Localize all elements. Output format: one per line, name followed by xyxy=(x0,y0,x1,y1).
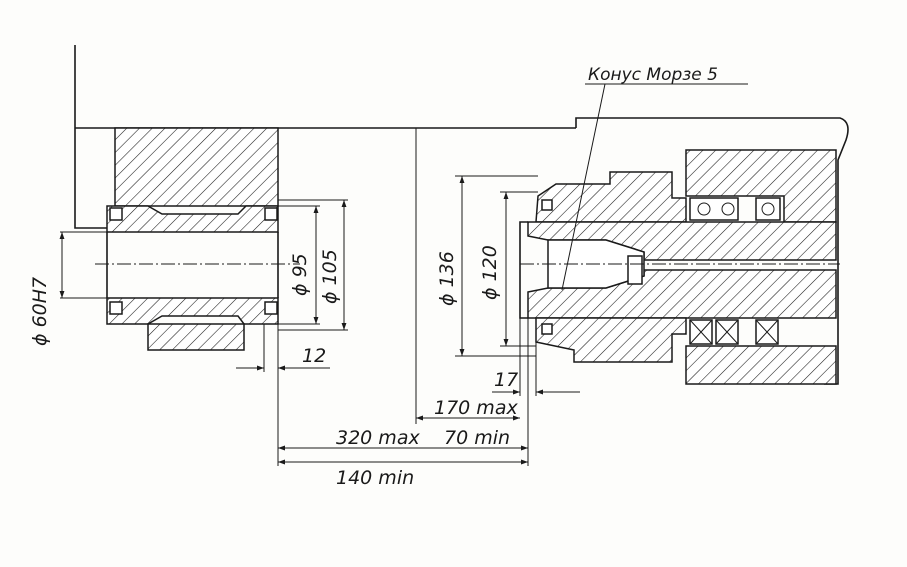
dim-12-label: 12 xyxy=(302,345,326,367)
dimension-lines xyxy=(59,83,748,466)
upper-ball-3 xyxy=(761,202,775,216)
spindle-seal-upper xyxy=(541,199,553,211)
lower-sleeve xyxy=(535,317,687,363)
lower-bearing-housing xyxy=(685,345,837,385)
dim-136-label: ϕ 136 xyxy=(436,251,458,306)
seal-ring-lower-right xyxy=(264,301,278,315)
upper-housing xyxy=(114,127,279,207)
dim-17-label: 17 xyxy=(494,369,518,391)
upper-bearing-race xyxy=(689,197,739,221)
seal-ring-upper-right xyxy=(264,207,278,221)
dim-70-label: 70 min xyxy=(444,427,510,449)
cone-leader-line xyxy=(561,83,748,291)
dim-140-label: 140 min xyxy=(336,467,414,489)
upper-bushing xyxy=(106,205,279,233)
dim-120-label: ϕ 120 xyxy=(479,245,501,300)
seal-ring-lower-left xyxy=(109,301,123,315)
bore-walls xyxy=(106,232,279,298)
left-support-assembly xyxy=(74,45,576,351)
upper-ball-2 xyxy=(721,202,735,216)
lower-bushing xyxy=(106,297,279,325)
upper-ball-1 xyxy=(697,202,711,216)
spindle-seal-lower xyxy=(541,323,553,335)
lower-roller-bearings xyxy=(689,319,779,345)
dim-320-label: 320 max xyxy=(336,427,420,449)
dim-105-label: ϕ 105 xyxy=(319,249,341,304)
cone-label: Конус Морзе 5 xyxy=(588,65,718,85)
lower-housing xyxy=(147,323,245,351)
upper-bearing-race-2 xyxy=(755,197,781,221)
upper-sleeve xyxy=(535,171,687,223)
spindle-assembly xyxy=(519,117,849,385)
dim-170-label: 170 max xyxy=(434,397,518,419)
spindle-nose xyxy=(519,221,528,319)
spindle-housing-outline xyxy=(575,117,849,385)
dim-bore-label: ϕ 60H7 xyxy=(29,277,51,346)
dim-95-label: ϕ 95 xyxy=(289,253,311,296)
taper-drift-slot xyxy=(627,255,643,285)
seal-ring-upper-left xyxy=(109,207,123,221)
